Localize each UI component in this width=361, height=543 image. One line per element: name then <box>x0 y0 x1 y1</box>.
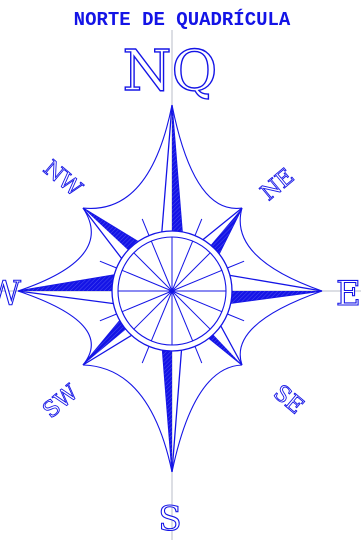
label-south: S <box>158 499 181 539</box>
ring-tick <box>142 346 149 363</box>
ring-tick <box>227 261 244 268</box>
ring-tick <box>100 314 117 321</box>
label-northwest: NW <box>38 156 86 202</box>
label-northeast: NE <box>256 164 299 206</box>
header-title: NORTE DE QUADRÍCULA <box>74 9 291 31</box>
label-southwest: SW <box>38 380 83 424</box>
center-spokes <box>118 237 226 345</box>
label-west: W <box>0 274 21 314</box>
ring-tick <box>195 346 202 363</box>
ring-tick <box>227 314 244 321</box>
ring-tick <box>142 219 149 236</box>
ring-tick <box>195 219 202 236</box>
north-mark-nq: NQ <box>123 39 218 104</box>
label-east: E <box>336 274 361 314</box>
label-southeast: SE <box>268 380 308 419</box>
ring-tick <box>100 261 117 268</box>
